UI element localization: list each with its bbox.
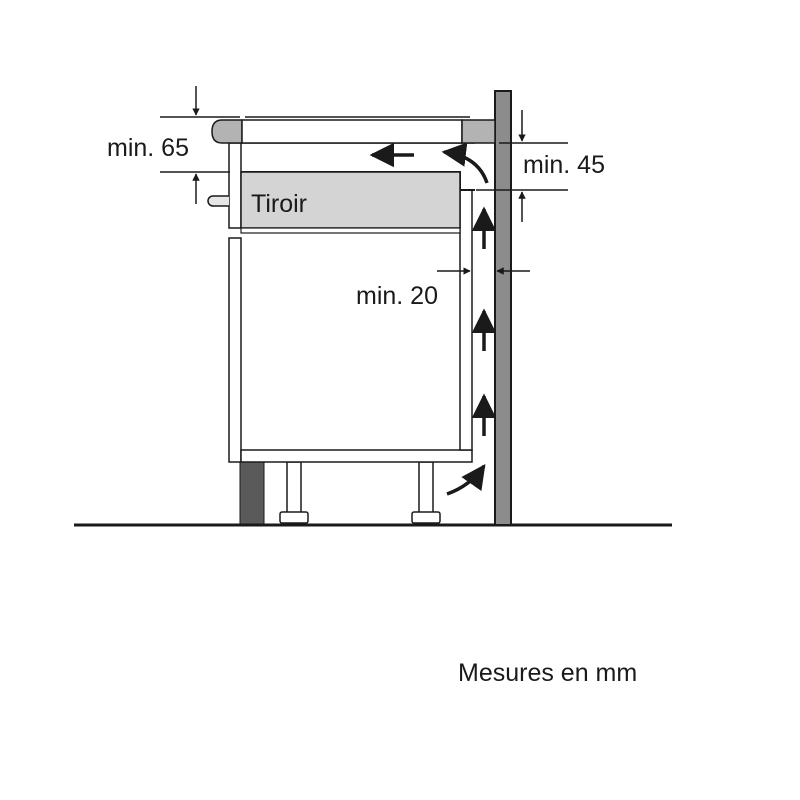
hob — [211, 116, 496, 144]
dimension-min-45: min. 45 — [476, 110, 605, 222]
airflow-arrows — [369, 142, 497, 496]
label-min-65: min. 65 — [107, 134, 189, 162]
airflow-arrow-bottom-curve — [446, 463, 486, 496]
dimension-min-20: min. 20 — [356, 267, 530, 310]
plinth — [239, 461, 265, 525]
units-note: Mesures en mm — [458, 659, 637, 687]
airflow-arrow-top-curve — [441, 142, 489, 184]
label-min-45: min. 45 — [523, 151, 605, 179]
drawer: Tiroir — [240, 171, 475, 234]
label-min-20: min. 20 — [356, 282, 438, 310]
cabinet-legs — [279, 461, 441, 524]
drawer-label: Tiroir — [251, 190, 307, 218]
front-knob — [207, 195, 229, 207]
dimension-min-65: min. 65 — [107, 86, 240, 204]
wall — [494, 90, 512, 526]
